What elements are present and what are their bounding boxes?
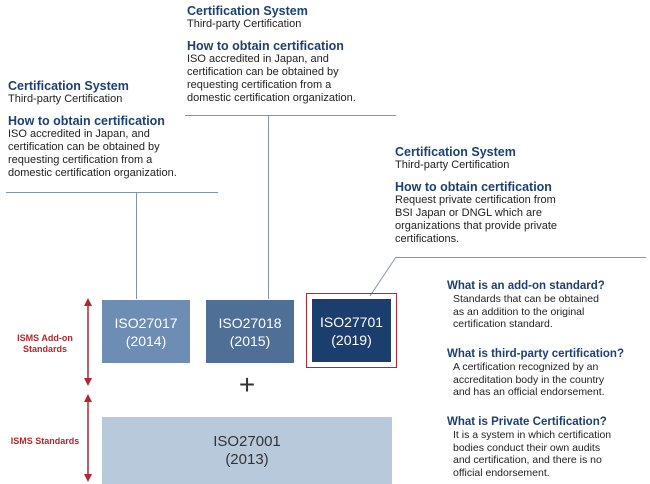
faq-answer-line: accreditation body in the country — [453, 373, 605, 386]
cert-system-title: Certification System — [395, 145, 516, 159]
iso27017-year: (2014) — [125, 332, 167, 349]
iso27018-name: ISO27018 — [218, 314, 282, 331]
obtain-title: How to obtain certification — [187, 39, 344, 53]
faq-addon: What is an add-on standard? Standards th… — [447, 279, 647, 331]
iso27017-box: ISO27017 (2014) — [102, 300, 190, 363]
obtain-title: How to obtain certification — [8, 114, 165, 128]
connector-line-right — [396, 257, 646, 258]
iso27018-year: (2015) — [229, 332, 271, 349]
faq-answer-line: and has an official endorsement. — [453, 386, 605, 398]
connector-line-top — [185, 115, 396, 116]
plus-sign: + — [238, 369, 256, 400]
info-block-left: Certification System Third-party Certifi… — [8, 79, 228, 180]
faq-answer-line: Standards that can be obtained — [453, 293, 599, 305]
iso27701-box: ISO27701 (2019) — [312, 299, 391, 362]
iso27001-year: (2013) — [225, 450, 269, 468]
info-block-top: Certification System Third-party Certifi… — [187, 4, 407, 105]
cert-system-title: Certification System — [187, 4, 308, 18]
obtain-line: requesting certification from a — [8, 154, 153, 166]
obtain-line: Request private certification from — [395, 194, 556, 206]
obtain-line: requesting certification from a — [187, 79, 332, 91]
iso27018-box: ISO27018 (2015) — [206, 300, 294, 363]
iso27001-name: ISO27001 — [213, 432, 281, 450]
isms-standards-label: ISMS Standards — [10, 436, 80, 446]
iso27701-highlight-border — [306, 293, 397, 368]
iso27701-year: (2019) — [331, 331, 372, 348]
cert-system-value: Third-party Certification — [187, 18, 302, 30]
iso27001-box: ISO27001 (2013) — [102, 417, 392, 484]
faq-answer-line: bodies conduct their own audits — [453, 441, 601, 454]
obtain-line: certification can be obtained by — [187, 66, 339, 78]
connector-line-top-vertical — [268, 116, 269, 299]
cert-system-title: Certification System — [8, 79, 129, 93]
obtain-line: BSI Japan or DNGL which are — [395, 207, 542, 219]
connector-line-left-vertical — [136, 193, 137, 299]
obtain-line: organizations that provide private — [395, 220, 558, 232]
faq-question: What is third-party certification? — [447, 348, 624, 360]
faq-answer-line: official endorsement. — [453, 466, 550, 479]
faq-answer-line: A certification recognized by an — [453, 361, 599, 373]
addon-standards-label: ISMS Add-on Standards — [17, 333, 73, 354]
obtain-line: ISO accredited in Japan, and — [187, 53, 329, 65]
cert-system-value: Third-party Certification — [8, 93, 123, 105]
iso27701-name: ISO27701 — [319, 313, 384, 330]
faq-question: What is Private Certification? — [447, 416, 607, 428]
obtain-line: ISO accredited in Japan, and — [8, 128, 150, 140]
iso27017-name: ISO27017 — [114, 314, 178, 331]
obtain-title: How to obtain certification — [395, 180, 552, 194]
faq-private: What is Private Certification? It is a s… — [447, 415, 647, 479]
faq-answer-line: certification standard. — [453, 318, 553, 330]
cert-system-value: Third-party Certification — [395, 159, 510, 171]
info-block-right: Certification System Third-party Certifi… — [395, 145, 635, 246]
obtain-line: certification can be obtained by — [8, 141, 160, 153]
connector-line-left — [6, 192, 218, 193]
obtain-line: domestic certification organization. — [8, 167, 177, 179]
faq-question: What is an add-on standard? — [447, 280, 605, 292]
faq-answer-line: It is a system in which certification — [453, 429, 612, 441]
obtain-line: certifications. — [395, 233, 460, 245]
faq-answer-line: and certification, and there is no — [453, 454, 602, 466]
faq-answer-line: as an addition to the original — [453, 305, 585, 318]
faq-third-party: What is third-party certification? A cer… — [447, 347, 647, 399]
obtain-line: domestic certification organization. — [187, 92, 356, 104]
